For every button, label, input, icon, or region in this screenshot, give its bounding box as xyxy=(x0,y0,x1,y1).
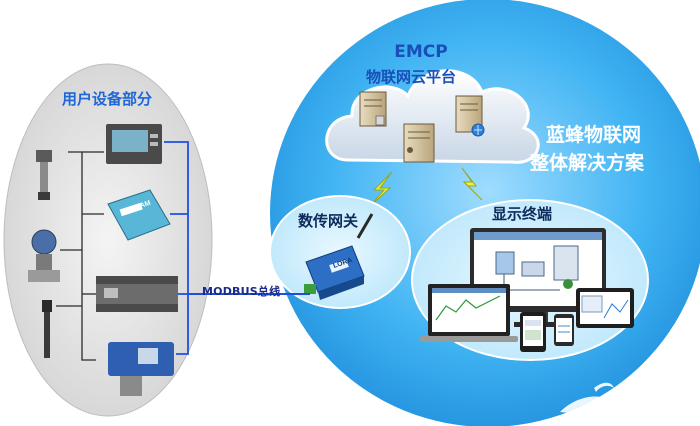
brand-swirl-icon xyxy=(594,382,614,392)
phone-icon xyxy=(554,314,574,346)
pressure-transmitter-icon xyxy=(28,229,60,282)
cloud-platform-subtitle: 物联网云平台 xyxy=(366,68,457,86)
solution-title-line2: 整体解决方案 xyxy=(530,152,645,174)
panel-meter-icon xyxy=(106,124,162,164)
gateway-title: 数传网关 xyxy=(298,212,359,230)
flowmeter-icon xyxy=(108,342,174,396)
io-module-icon xyxy=(107,189,171,241)
plc-icon xyxy=(96,276,178,312)
server-icon xyxy=(455,95,485,137)
server-icon xyxy=(359,91,387,127)
probe-sensor-icon xyxy=(42,300,52,358)
modbus-label: MODBUS总线 xyxy=(202,285,281,298)
user-equipment-title: 用户设备部分 xyxy=(62,90,153,108)
laptop-icon xyxy=(420,284,518,342)
pressure-transmitter-icon xyxy=(36,150,52,200)
terminal-title: 显示终端 xyxy=(492,205,553,223)
wiring xyxy=(56,141,310,361)
brand-swirl-icon xyxy=(560,396,614,414)
gateway-device xyxy=(304,213,374,300)
wireless-bolt-icon xyxy=(461,167,483,201)
server-icon xyxy=(403,123,435,163)
phone-icon xyxy=(520,312,546,352)
solution-title-line1: 蓝蜂物联网 xyxy=(546,124,642,146)
tablet-icon xyxy=(576,288,634,328)
cloud-platform-title: EMCP xyxy=(394,42,448,62)
